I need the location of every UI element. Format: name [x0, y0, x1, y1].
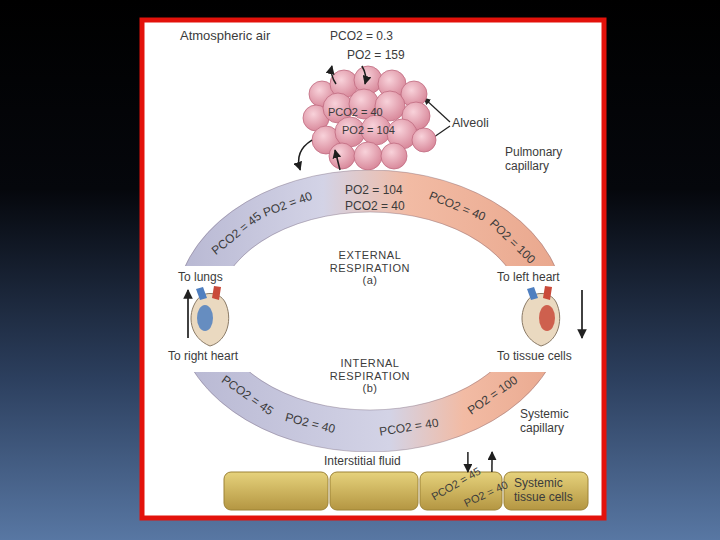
node-label: Atmospheric air [180, 29, 270, 44]
heart-vessel [212, 286, 221, 300]
tissue-cell [330, 472, 418, 510]
heart-vessel [527, 287, 538, 300]
band-edge [175, 170, 565, 266]
air-region: Atmospheric air PCO2 = 0.3PO2 = 159 [175, 28, 475, 66]
alveolus-sac [412, 128, 436, 152]
heart-icon [522, 293, 560, 346]
annotation-label: INTERNAL RESPIRATION (b) [323, 357, 417, 395]
pressure-value: PO2 = 104 [342, 124, 395, 137]
tissue-cell [224, 472, 328, 510]
heart-chamber [539, 305, 555, 331]
node-label: Systemic capillary [520, 408, 592, 436]
annotation-label: To left heart [497, 271, 560, 285]
capillary-band [196, 372, 544, 431]
alveolus-sac [329, 143, 355, 169]
pressure-value: PO2 = 159 [347, 49, 405, 63]
annotation-label: To tissue cells [497, 350, 572, 364]
node-label: Interstitial fluid [324, 455, 401, 469]
alveolus-sac [381, 143, 407, 169]
annotation-label: To lungs [178, 271, 223, 285]
gas-exchange-arrow [491, 452, 493, 472]
flow-arrow [581, 290, 583, 338]
gas-exchange-arrow [335, 150, 340, 170]
capillary-band [196, 191, 544, 266]
alveolus-sac [354, 142, 382, 170]
annotation-label: Alveoli [452, 116, 489, 130]
tissue-cell [504, 472, 588, 510]
gas-exchange-arrow [467, 452, 469, 472]
heart-vessel [196, 287, 207, 300]
band-edge [175, 372, 565, 452]
gas-exchange-arrow [299, 140, 312, 170]
pressure-value: PO2 = 104 [345, 184, 403, 198]
pressure-value: PCO2 = 0.3 [330, 30, 393, 44]
gas-exchange-arrow [331, 66, 336, 84]
annotation-label: To right heart [168, 350, 238, 364]
alveoli-cluster: PCO2 = 40 PO2 = 104 [312, 84, 430, 150]
pressure-value: PCO2 = 40 [345, 200, 405, 214]
gas-exchange-arrow [362, 66, 366, 84]
heart-icon [191, 293, 229, 346]
heart-chamber [197, 305, 213, 331]
annotation-label: EXTERNAL RESPIRATION (a) [323, 249, 417, 287]
heart-vessel [543, 286, 552, 300]
tissue-cells: Interstitial fluidPCO2 = 45PO2 = 40Syste… [224, 472, 588, 510]
node-label: PCO2 = 40 [328, 106, 383, 119]
node-label: Pulmonary capillary [505, 146, 577, 174]
slide-frame [142, 20, 604, 518]
flow-arrow [187, 290, 189, 338]
pressure-value: Systemic tissue cells [514, 477, 584, 505]
